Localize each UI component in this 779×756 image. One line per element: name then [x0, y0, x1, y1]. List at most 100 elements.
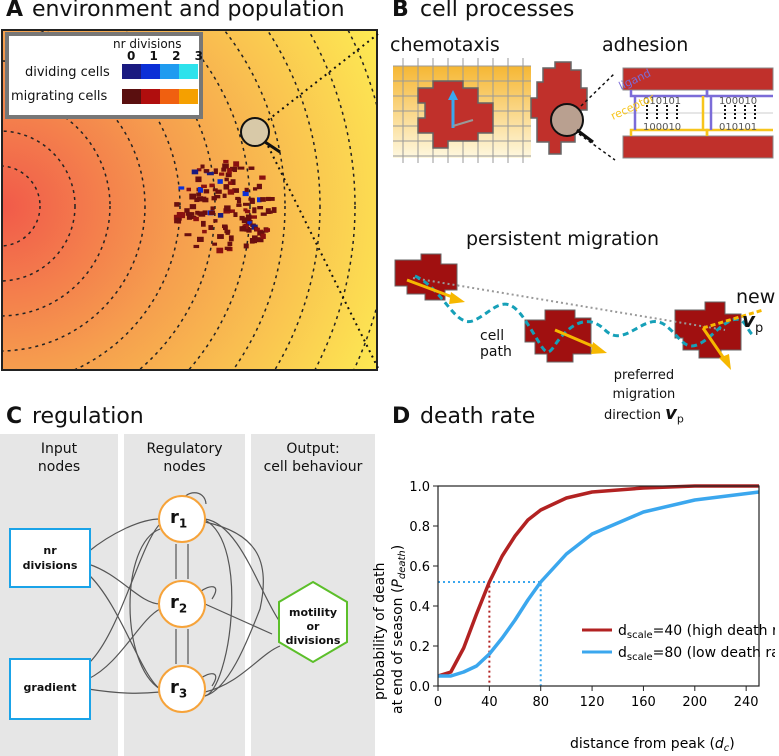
cell-mark: [247, 221, 252, 226]
node-r1: [158, 495, 206, 543]
output-node: [278, 580, 348, 664]
cell-mark: [219, 172, 225, 176]
panel-c-title: regulation: [32, 404, 144, 429]
new-vp-sub: p: [755, 321, 764, 336]
cell-mark: [216, 247, 224, 254]
cell-mark: [260, 197, 266, 202]
cell-processes-illustration: 010101 100010 100010 010101 ligand recep…: [393, 58, 774, 163]
cell-mark: [253, 187, 258, 191]
legend-dividing-label: dividing cells: [25, 65, 110, 80]
out-line1: motility: [288, 606, 338, 619]
cell-mark: [243, 202, 250, 206]
pref-vp-symbol: v: [665, 403, 677, 424]
cell-mark: [185, 212, 192, 216]
y-tick-label: 1.0: [409, 480, 430, 495]
cell-mark: [173, 214, 179, 221]
cell-mark: [197, 236, 204, 242]
dividing-swatch-2: [160, 64, 179, 79]
cell-mark: [213, 168, 218, 175]
cell-mark: [227, 189, 235, 195]
cell-mark: [256, 237, 264, 243]
migrating-swatches: [122, 89, 198, 104]
cell-mark: [212, 242, 218, 246]
legend-entry-1: dscale=40 (high death rate): [618, 623, 775, 641]
cell-mark: [244, 209, 251, 214]
cell-mark: [217, 213, 224, 218]
cell-mark: [175, 217, 180, 223]
cell-mark: [251, 215, 257, 219]
cell-mark: [252, 207, 257, 214]
column-output-header: Output: cell behaviour: [251, 440, 375, 476]
cell-mark: [184, 208, 190, 213]
migrating-swatch-2: [160, 89, 179, 104]
y-tick-label: 0.4: [409, 600, 430, 615]
cell-mark: [193, 216, 199, 222]
pref-line1: preferred: [613, 368, 675, 383]
magnifier-icon-2: [550, 103, 584, 137]
cell-mark: [196, 196, 204, 202]
cell-mark: [259, 175, 266, 180]
cell-mark: [239, 226, 246, 232]
cell-mark: [206, 171, 214, 176]
cell-middle: [524, 309, 592, 363]
y-tick-label: 0.2: [409, 640, 430, 655]
in1-line1: nr: [43, 544, 57, 557]
cell-mark: [225, 172, 232, 178]
cell-mark: [217, 179, 223, 184]
legend-col-3: 3: [194, 49, 203, 63]
contour-lines: [2, 30, 377, 370]
cell-mark: [186, 214, 192, 220]
node-r2: [158, 580, 206, 628]
cell-mark: [236, 197, 242, 204]
cell-mark: [266, 210, 273, 214]
cell-start: [394, 253, 458, 301]
cell-mark: [197, 187, 204, 193]
cell-mark: [222, 224, 228, 229]
cell-path-line2: path: [480, 344, 512, 360]
cell-mark: [189, 204, 197, 210]
col-input-2: nodes: [37, 459, 81, 475]
legend-entry-2: dscale=80 (low death rate): [618, 645, 775, 663]
cell-mark: [186, 187, 192, 192]
cell-mark: [227, 181, 233, 185]
panel-a-letter: A: [6, 0, 24, 22]
cell-mark: [228, 235, 234, 242]
new-label: new: [736, 286, 776, 308]
x-tick-label: 200: [682, 695, 707, 710]
cell-mark: [236, 203, 242, 207]
bitstring-2: 100010: [719, 96, 757, 107]
cell-mark: [221, 167, 227, 172]
migrating-swatch-0: [122, 89, 141, 104]
cell-mark: [201, 184, 207, 189]
cell-mark: [210, 206, 215, 211]
cell-mark: [174, 202, 180, 207]
cell-mark: [196, 168, 202, 172]
r2-sub: 2: [178, 601, 188, 616]
cell-mark: [225, 231, 230, 235]
r2-letter: r: [170, 592, 179, 613]
cell-end: [674, 301, 742, 359]
cell-mark: [223, 159, 229, 164]
cell-mark: [224, 229, 231, 234]
out-line3: divisions: [285, 634, 341, 647]
cell-mark: [215, 189, 222, 194]
x-tick-label: 240: [734, 695, 759, 710]
cell-mark: [224, 177, 229, 182]
x-axis-label: distance from peak (dc): [570, 736, 735, 754]
y-axis-label-line2: at end of season (Pdeath): [390, 545, 408, 714]
cell-mark: [195, 210, 200, 215]
cell-mark: [214, 194, 221, 199]
series-line-2: [438, 490, 760, 678]
cell-mark: [193, 244, 200, 249]
cell-mark: [260, 212, 267, 216]
x-tick-label: 40: [481, 695, 498, 710]
col-out-1: Output:: [286, 441, 340, 457]
cell-mark: [198, 211, 206, 217]
new-vp-label: vp: [742, 308, 763, 336]
column-input-header: Input nodes: [0, 440, 118, 476]
chemotaxis-cell: [417, 80, 494, 149]
cell-mark: [245, 214, 252, 221]
panel-b-title: cell processes: [420, 0, 575, 22]
col-input-1: Input: [40, 441, 78, 457]
cell-mark: [176, 212, 184, 218]
